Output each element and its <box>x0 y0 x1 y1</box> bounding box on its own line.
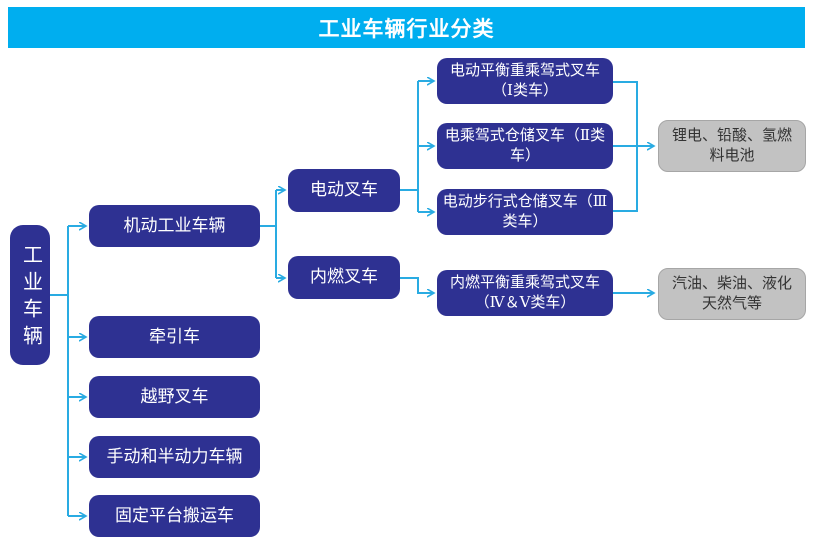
node-fixed-platform-truck: 固定平台搬运车 <box>89 495 260 537</box>
node-motorized-industrial-vehicles: 机动工业车辆 <box>89 205 260 247</box>
diagram-title: 工业车辆行业分类 <box>8 7 805 48</box>
node-electric-forklift: 电动叉车 <box>288 169 400 212</box>
node-rough-terrain-forklift: 越野叉车 <box>89 376 260 418</box>
leaf-fuel-types: 汽油、柴油、液化天然气等 <box>658 268 806 320</box>
root-node-industrial-vehicles: 工业车辆 <box>10 225 50 365</box>
node-manual-semi-powered-vehicles: 手动和半动力车辆 <box>89 436 260 478</box>
node-class-2-forklift: 电乘驾式仓储叉车（Ⅱ类车） <box>437 123 613 169</box>
node-class-3-forklift: 电动步行式仓储叉车（Ⅲ类车） <box>437 189 613 235</box>
node-ic-forklift: 内燃叉车 <box>288 256 400 299</box>
node-class-1-forklift: 电动平衡重乘驾式叉车（Ⅰ类车） <box>437 58 613 104</box>
node-class-4-5-forklift: 内燃平衡重乘驾式叉车（Ⅳ＆Ⅴ类车） <box>437 270 613 316</box>
leaf-battery-types: 锂电、铅酸、氢燃料电池 <box>658 120 806 172</box>
node-tractor: 牵引车 <box>89 316 260 358</box>
